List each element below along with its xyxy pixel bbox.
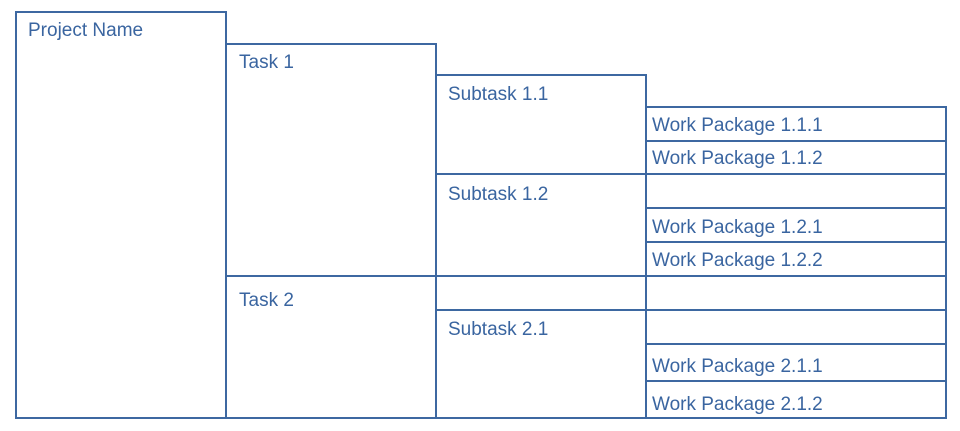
subtask-box: Subtask 1.1 — [435, 74, 647, 175]
subtask-cell — [435, 74, 647, 175]
task-cell — [225, 275, 437, 419]
subtask-cell — [435, 173, 647, 277]
project-label: Project Name — [28, 20, 143, 41]
subtask-cell-empty — [435, 275, 647, 311]
task-box: Task 2 — [225, 275, 437, 419]
work-package-box: Work Package 2.1.1 — [645, 343, 947, 382]
work-package-cell — [645, 140, 947, 175]
work-package-cell — [645, 380, 947, 419]
work-package-label: Work Package 1.2.2 — [652, 250, 823, 271]
work-package-label: Work Package 2.1.1 — [652, 356, 823, 377]
subtask-box — [435, 275, 647, 311]
task-cell — [225, 43, 437, 277]
task-box: Task 1 — [225, 43, 437, 277]
task-label: Task 1 — [239, 52, 294, 73]
work-package-box: Work Package 1.2.2 — [645, 241, 947, 277]
work-package-box — [645, 309, 947, 345]
work-package-cell-empty — [645, 275, 947, 311]
work-package-label: Work Package 1.2.1 — [652, 217, 823, 238]
project-cell — [15, 11, 227, 419]
work-package-cell-empty — [645, 173, 947, 209]
task-label: Task 2 — [239, 290, 294, 311]
work-package-label: Work Package 2.1.2 — [652, 394, 823, 415]
subtask-label: Subtask 1.1 — [448, 84, 548, 105]
work-package-label: Work Package 1.1.2 — [652, 148, 823, 169]
work-package-label: Work Package 1.1.1 — [652, 115, 823, 136]
subtask-box: Subtask 1.2 — [435, 173, 647, 277]
work-package-box: Work Package 1.1.1 — [645, 106, 947, 142]
subtask-label: Subtask 1.2 — [448, 184, 548, 205]
subtask-label: Subtask 2.1 — [448, 319, 548, 340]
work-package-cell — [645, 241, 947, 277]
work-package-box — [645, 173, 947, 209]
work-package-box — [645, 275, 947, 311]
work-package-box: Work Package 2.1.2 — [645, 380, 947, 419]
work-package-cell-empty — [645, 309, 947, 345]
subtask-box: Subtask 2.1 — [435, 309, 647, 419]
work-package-box: Work Package 1.1.2 — [645, 140, 947, 175]
subtask-cell — [435, 309, 647, 419]
project-box: Project Name — [15, 11, 227, 419]
work-package-box: Work Package 1.2.1 — [645, 207, 947, 243]
